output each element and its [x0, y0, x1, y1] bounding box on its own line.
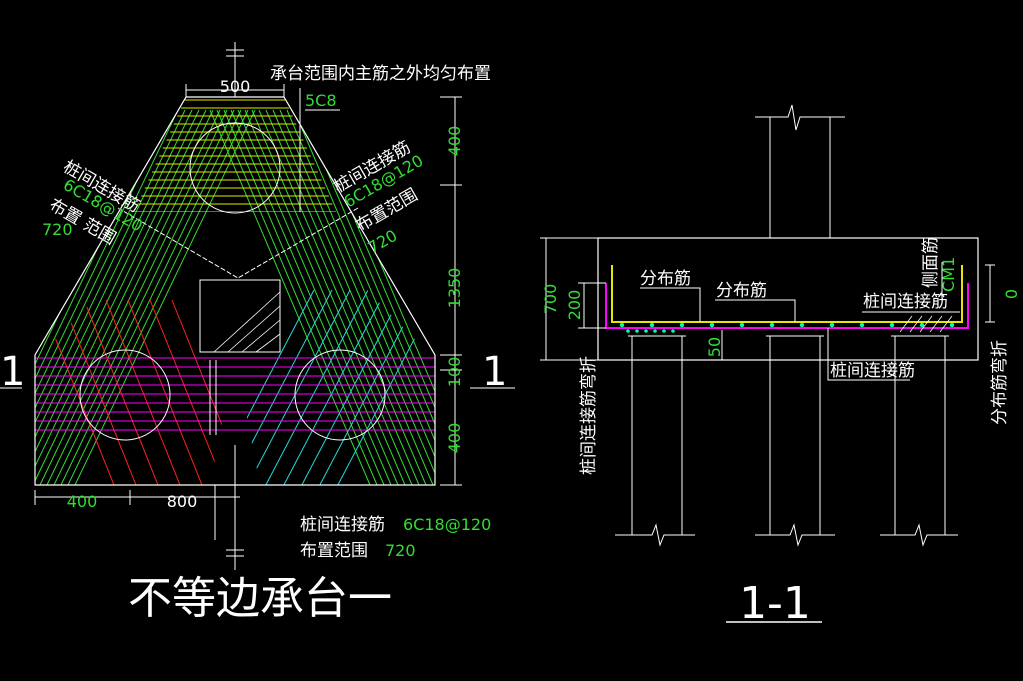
- top-width-dim: 500: [220, 77, 251, 96]
- dim-right-1: 400: [445, 126, 464, 157]
- red-bar: [171, 299, 250, 485]
- dim-bottom-1: 400: [67, 492, 98, 511]
- bottom-note-line2-value: 720: [385, 541, 416, 560]
- bottom-note-line1: 桩间连接筋: [300, 515, 385, 535]
- label-pile-link-bend: 桩间连接筋弯折: [579, 356, 599, 475]
- red-bar: [83, 299, 165, 485]
- rebar-dot: [949, 322, 955, 328]
- cyan-bar: [221, 289, 333, 485]
- dim-200: 200: [565, 290, 584, 321]
- rebar-dot: [769, 322, 775, 328]
- section-view: 分布筋 分布筋 桩间连接筋 侧面筋 CM1 桩间连接筋 桩间连接筋弯折 分布筋弯…: [540, 104, 1021, 629]
- rebar-dot: [671, 329, 675, 333]
- rebar-dot: [829, 322, 835, 328]
- pile-circle-top: [189, 122, 281, 214]
- section-mark-left: 1: [0, 349, 25, 395]
- red-bar: [61, 299, 143, 485]
- label-side-bar: 侧面筋: [921, 237, 941, 288]
- rebar-dot: [799, 322, 805, 328]
- left-note-line4: 720: [42, 220, 73, 239]
- rebar-dot: [644, 329, 648, 333]
- pile-circle-left: [79, 349, 171, 441]
- rebar-dot: [709, 322, 715, 328]
- rebar-dot: [662, 329, 666, 333]
- rebar-dot: [889, 322, 895, 328]
- dim-bottom-2: 800: [167, 492, 198, 511]
- section-title: 1-1: [739, 578, 811, 629]
- dim-right-2: 1350: [445, 268, 464, 309]
- dim-50: 50: [705, 337, 724, 357]
- yellow-bars: [134, 99, 336, 212]
- label-pile-link-bottom: 桩间连接筋: [830, 361, 915, 381]
- top-bars: 5C8: [305, 91, 337, 110]
- plan-title: 不等边承台一: [128, 573, 392, 624]
- section-mark-right: 1: [482, 349, 507, 395]
- cyan-bar: [275, 289, 387, 485]
- label-distribution-2: 分布筋: [716, 281, 767, 301]
- dim-right-4: 400: [445, 423, 464, 454]
- red-bar: [105, 299, 187, 485]
- dim-right-3: 100: [445, 357, 464, 388]
- rebar-dot: [619, 322, 625, 328]
- red-bars: [40, 299, 250, 485]
- label-side-bar-value: CM1: [939, 257, 958, 292]
- plan-view: 500 承台范围内主筋之外均匀布置 5C8 桩间连接筋 6C18@120 布置 …: [0, 42, 515, 624]
- rebar-dots: [619, 322, 955, 333]
- cyan-bar: [257, 289, 369, 485]
- rebar-dot: [649, 322, 655, 328]
- red-bar: [127, 299, 209, 485]
- label-distribution-1: 分布筋: [640, 269, 691, 289]
- column-square: [199, 279, 281, 353]
- green-bar: [35, 109, 179, 485]
- magenta-bars: [35, 357, 435, 431]
- rebar-dot: [679, 322, 685, 328]
- rebar-dot: [653, 329, 657, 333]
- cyan-bar: [220, 289, 315, 485]
- bottom-note-line2: 布置范围: [300, 541, 368, 561]
- pile-link-bar-magenta: [605, 283, 969, 329]
- rebar-dot: [635, 329, 639, 333]
- green-diagonal-bars-left: [35, 109, 256, 485]
- rebar-dot: [739, 322, 745, 328]
- section-cap: [597, 237, 979, 361]
- green-bar: [35, 109, 200, 485]
- dim-right-0: 0: [1002, 289, 1021, 299]
- red-bar: [149, 299, 231, 485]
- rebar-dot: [919, 322, 925, 328]
- link-line-right: [237, 207, 359, 279]
- rebar-dot: [859, 322, 865, 328]
- top-note: 承台范围内主筋之外均匀布置: [270, 64, 491, 84]
- pile-circle-right: [294, 349, 386, 441]
- green-bar: [293, 109, 435, 485]
- dim-700: 700: [541, 284, 560, 315]
- cyan-bar: [293, 289, 405, 485]
- link-line-left: [117, 207, 239, 279]
- label-pile-link: 桩间连接筋: [863, 292, 948, 312]
- rebar-dot: [626, 329, 630, 333]
- label-distribution-bend: 分布筋弯折: [990, 340, 1010, 425]
- green-bar: [35, 109, 214, 485]
- distribution-bar-yellow: [611, 265, 963, 323]
- bottom-note-line1-value: 6C18@120: [403, 515, 491, 534]
